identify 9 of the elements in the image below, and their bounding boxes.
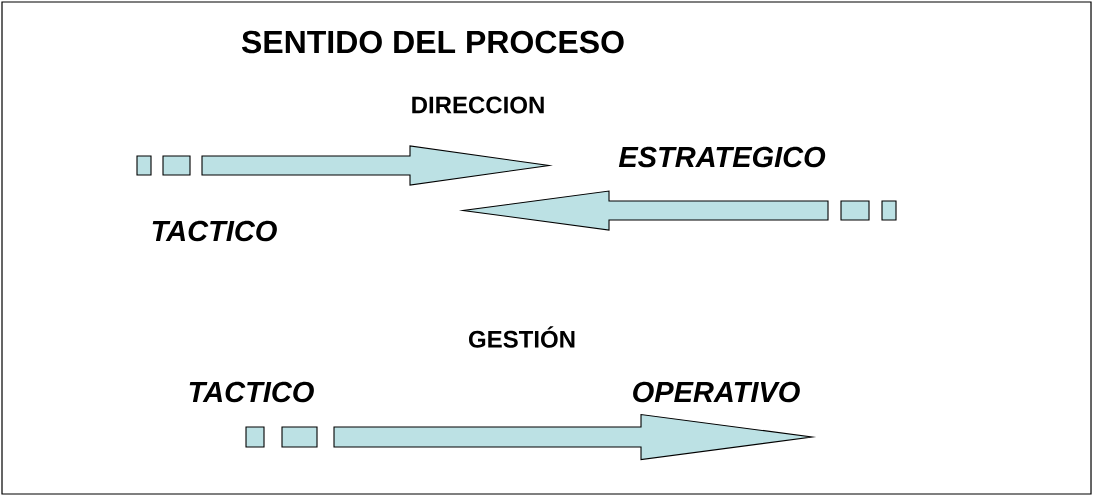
title: SENTIDO DEL PROCESO — [241, 30, 624, 54]
heading: DIRECCION — [412, 96, 544, 114]
italic-label: TACTICO — [152, 220, 277, 242]
block-arrow — [458, 190, 897, 231]
italic-label: ESTRATEGICO — [618, 146, 826, 168]
italic-label: TACTICO — [189, 381, 314, 403]
heading: GESTIÓN — [469, 326, 575, 348]
block-arrow — [136, 145, 553, 186]
italic-label: OPERATIVO — [633, 381, 800, 403]
